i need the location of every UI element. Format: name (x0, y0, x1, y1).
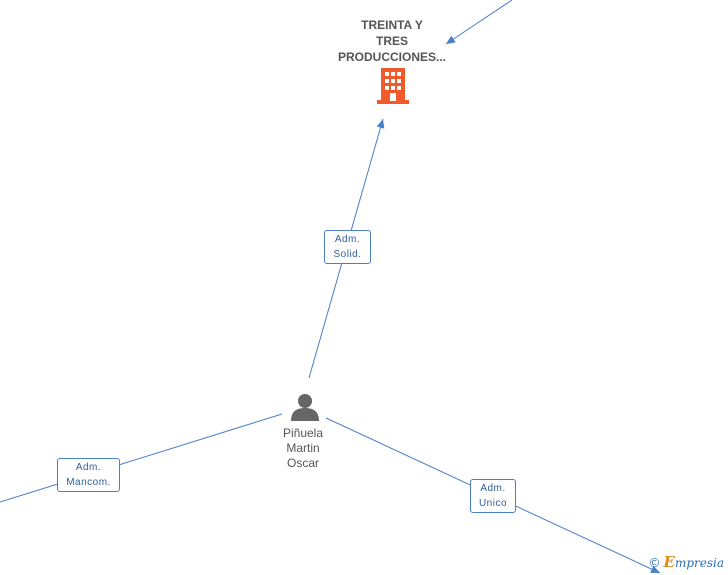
role-line-1: Adm. (480, 483, 506, 494)
edge-external-to-company (445, 0, 513, 45)
person-icon[interactable] (290, 392, 320, 427)
person-name-line-3: Oscar (286, 456, 319, 470)
role-line-1: Adm. (334, 234, 361, 245)
role-line-2: Solid. (333, 249, 362, 260)
company-name-line-3: PRODUCCIONES... (337, 50, 446, 64)
edge-person-to-left (0, 413, 283, 503)
person-name-line-1: Piñuela (282, 426, 324, 440)
role-line-1: Adm. (75, 462, 102, 473)
watermark-initial: E (663, 553, 675, 571)
building-icon[interactable] (377, 68, 409, 109)
person-name-line-2: Martin (286, 441, 320, 455)
role-line-2: Unico (478, 498, 508, 509)
role-line-2: Mancom. (66, 477, 111, 488)
role-badge-adm-solid[interactable]: Adm. Solid. (324, 230, 371, 264)
company-name-line-1: TREINTA Y (361, 18, 423, 32)
role-badge-adm-unico[interactable]: Adm. Unico (470, 479, 516, 513)
copyright-icon: © (648, 556, 661, 570)
watermark-rest: mpresia (674, 556, 724, 570)
person-name[interactable]: Piñuela Martin Oscar (263, 426, 343, 471)
role-badge-adm-mancom[interactable]: Adm. Mancom. (57, 458, 120, 492)
company-name[interactable]: TREINTA Y TRES PRODUCCIONES... (322, 17, 462, 65)
empresia-watermark: ©Empresia (649, 553, 725, 571)
company-name-line-2: TRES (375, 34, 408, 48)
